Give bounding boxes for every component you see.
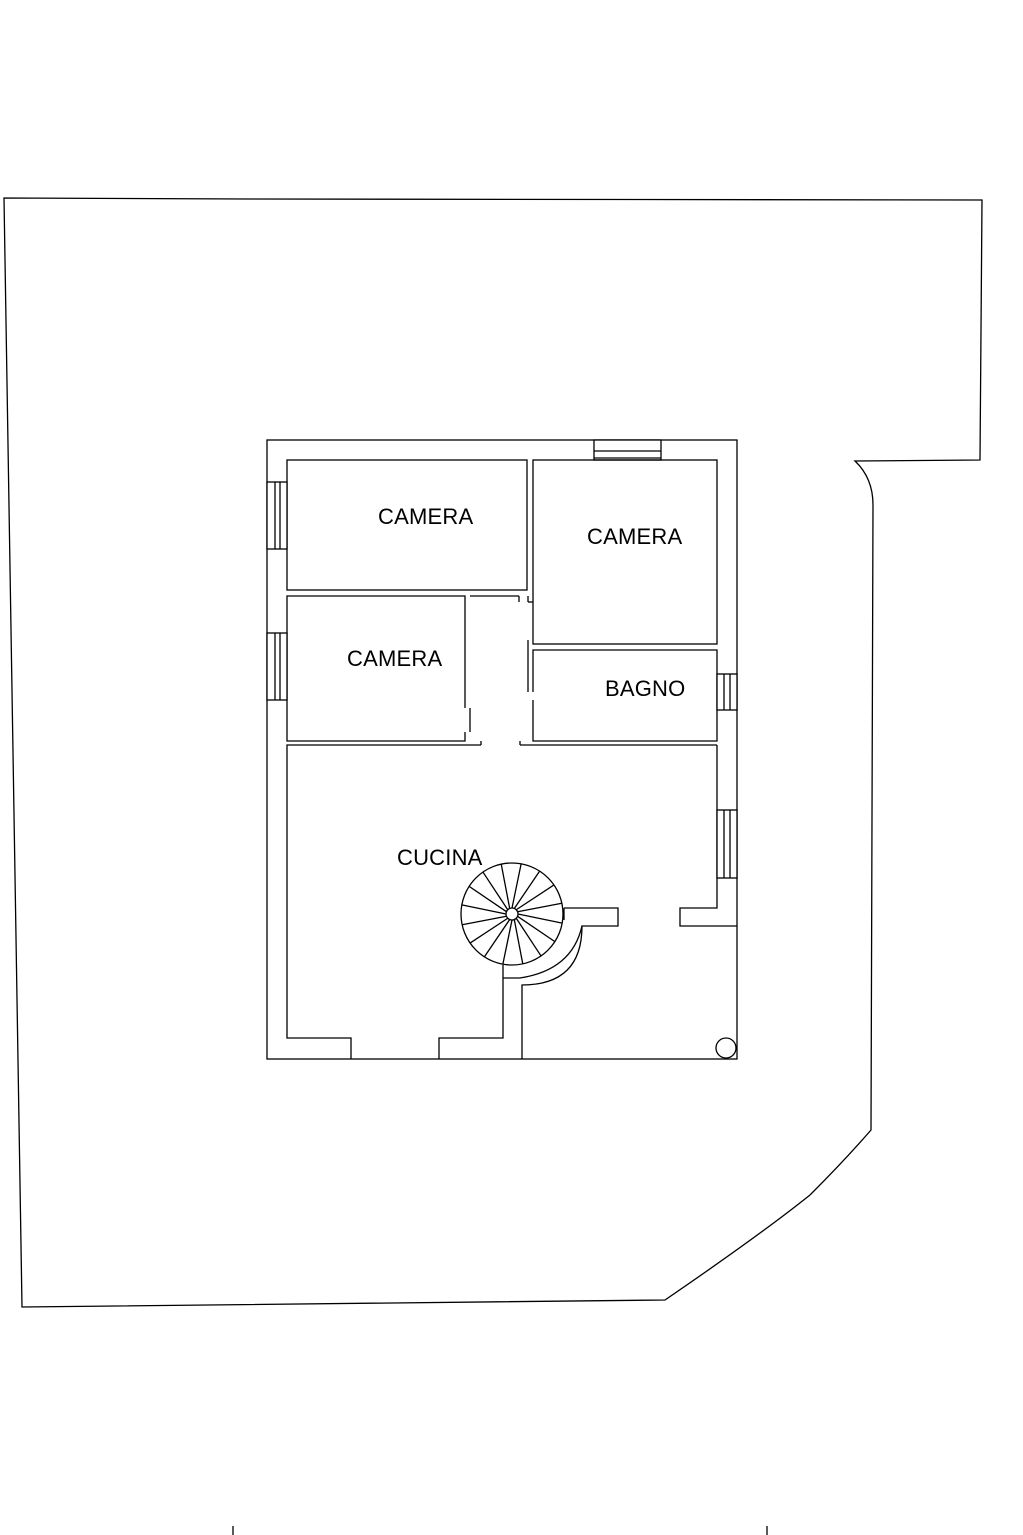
stair-tread <box>468 885 507 913</box>
stair-enclosure-wall <box>521 907 619 1059</box>
stair-tread <box>483 919 511 958</box>
lot-boundary <box>3 197 983 1308</box>
stair-tread <box>513 919 524 964</box>
stair-tread <box>500 864 511 909</box>
stair-tread <box>502 919 513 965</box>
stair-tread <box>513 870 541 909</box>
window-right-bagno <box>716 673 738 711</box>
stair-tread <box>469 917 509 944</box>
stair-enclosure-inner <box>503 925 583 979</box>
window-right-cucina <box>716 809 738 879</box>
stair-tread <box>462 915 507 926</box>
stair-tread <box>517 913 563 924</box>
label-bagno: BAGNO <box>605 676 685 701</box>
spiral-staircase <box>460 862 564 966</box>
stair-tread <box>515 884 555 911</box>
label-camera-top-right: CAMERA <box>587 524 682 549</box>
window-top <box>593 439 662 461</box>
stair-center-post <box>505 907 519 921</box>
label-camera-top-left: CAMERA <box>378 504 473 529</box>
label-camera-middle-left: CAMERA <box>347 646 442 671</box>
window-left-upper <box>266 481 288 550</box>
stair-tread <box>511 863 522 909</box>
stair-tread <box>517 902 562 913</box>
stair-tread <box>517 915 556 943</box>
room-cucina <box>286 744 504 1059</box>
room-camera-top-right <box>532 459 718 645</box>
stair-tread <box>461 904 507 915</box>
stair-tread <box>515 917 542 957</box>
building-outer-wall <box>266 439 738 1060</box>
column-symbol <box>715 1037 737 1059</box>
window-left-lower <box>266 632 288 701</box>
stair-tread <box>482 871 509 911</box>
label-cucina: CUCINA <box>397 845 483 870</box>
corridor-walls <box>470 595 533 603</box>
stair-outer-circle <box>460 862 564 966</box>
